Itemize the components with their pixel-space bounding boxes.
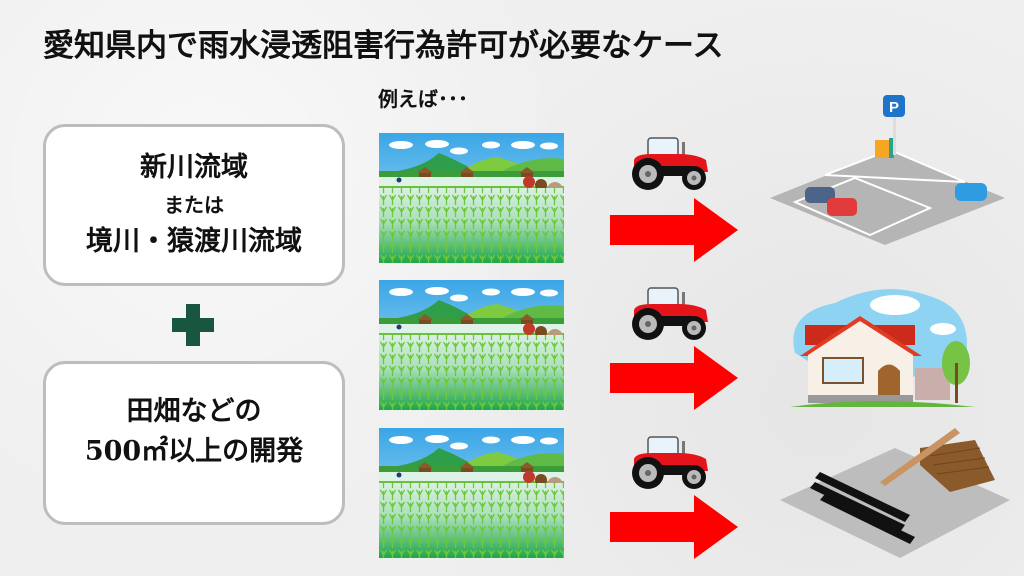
condition-text: 境川・猿渡川流域 [86, 226, 302, 257]
condition-text: 新川流域 [140, 152, 248, 183]
examples-label: 例えば･･･ [378, 87, 468, 111]
right-arrow-icon [610, 198, 738, 262]
construction-materials-illustration [780, 428, 1010, 558]
plus-icon [172, 304, 214, 346]
right-arrow-icon [610, 346, 738, 410]
rice-field-illustration [379, 280, 564, 410]
condition-text: 500㎡以上の開発 [84, 436, 304, 467]
condition-box-development: 田畑などの 500㎡以上の開発 [43, 361, 345, 525]
parking-lot-illustration: P [770, 95, 1005, 245]
house-illustration [790, 289, 975, 407]
tractor-icon [631, 137, 709, 191]
svg-text:P: P [889, 99, 899, 116]
condition-text: 田畑などの [126, 396, 262, 427]
right-arrow-icon [610, 495, 738, 559]
rice-field-illustration [379, 428, 564, 558]
page-title: 愛知県内で雨水浸透阻害行為許可が必要なケース [43, 28, 724, 64]
tractor-icon [631, 287, 709, 341]
condition-connector-text: または [164, 193, 224, 217]
tractor-icon [631, 436, 709, 490]
rice-field-illustration [379, 133, 564, 263]
condition-box-river-basin: 新川流域 または 境川・猿渡川流域 [43, 124, 345, 286]
